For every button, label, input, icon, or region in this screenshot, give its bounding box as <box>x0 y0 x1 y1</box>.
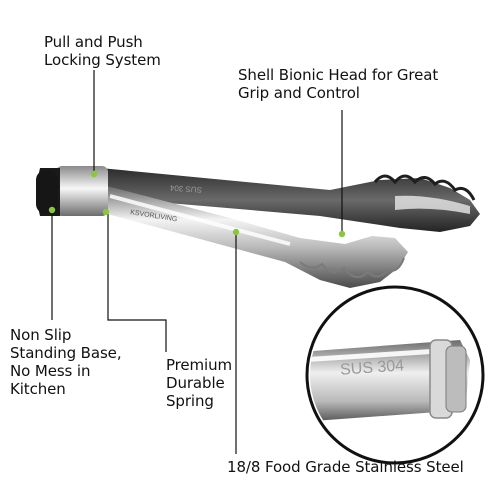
callout-food-grade: 18/8 Food Grade Stainless Steel <box>227 458 464 476</box>
dot-bionic <box>338 230 346 238</box>
callout-line: Premium <box>166 356 233 374</box>
callout-line: No Mess in <box>10 362 91 380</box>
callout-line: Durable <box>166 374 225 392</box>
callout-line: Shell Bionic Head for Great <box>238 66 439 84</box>
callout-line: 18/8 Food Grade Stainless Steel <box>227 458 464 476</box>
callout-line: Standing Base, <box>10 344 122 362</box>
dot-non-slip <box>48 206 56 214</box>
callout-pull-push: Pull and Push Locking System <box>44 33 161 69</box>
callout-line: Non Slip <box>10 326 72 344</box>
callout-line: Grip and Control <box>238 84 360 102</box>
dot-pull-push <box>90 170 98 178</box>
dot-premium <box>102 208 110 216</box>
inset-engraving: SUS 304 <box>340 357 405 378</box>
callout-non-slip: Non Slip Standing Base, No Mess in Kitch… <box>10 326 122 398</box>
callout-shell-bionic: Shell Bionic Head for Great Grip and Con… <box>238 66 438 102</box>
callout-line: Kitchen <box>10 380 66 398</box>
callout-line: Locking System <box>44 51 161 69</box>
leader-lines <box>51 70 343 454</box>
front-scallop-edge <box>299 257 405 279</box>
accent-dots <box>48 170 346 238</box>
back-arm <box>100 168 480 232</box>
magnified-inset: SUS 304 <box>305 285 485 465</box>
dot-food-grade <box>232 228 240 236</box>
front-arm <box>95 183 408 288</box>
callout-line: Spring <box>166 392 214 410</box>
callout-line: Pull and Push <box>44 33 143 51</box>
back-scallop-edge <box>373 174 476 201</box>
callout-premium-spring: Premium Durable Spring <box>166 356 232 410</box>
handle-engraving: SUS 304 <box>169 183 202 194</box>
leader-premium <box>107 214 167 352</box>
lock-collar <box>56 166 108 216</box>
